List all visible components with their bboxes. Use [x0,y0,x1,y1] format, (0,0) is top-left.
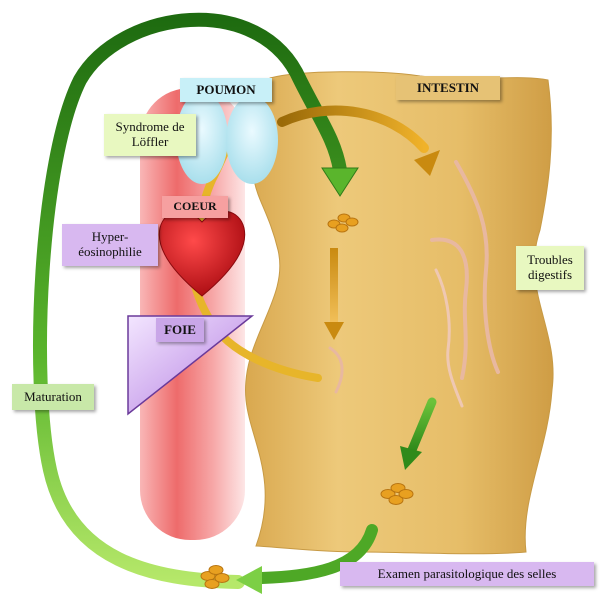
worm-icon-2 [430,237,469,380]
green-down-arrowhead [400,446,422,470]
worm-icon-3 [434,268,464,408]
label-troubles-line2: digestifs [527,267,573,282]
maturation-arrowhead [321,167,359,197]
label-coeur: COEUR [162,196,228,218]
label-poumon: POUMON [180,78,272,102]
label-intestin-text: INTESTIN [416,79,480,95]
label-maturation-text: Maturation [24,388,82,404]
label-troubles-line1: Troubles [527,252,573,268]
heart-icon [158,210,246,297]
label-foie-text: FOIE [164,321,196,337]
label-syndrome-line2: Löffler [131,134,169,149]
green-down-arrow [407,397,437,455]
orange-down-arrow-shaft [330,248,338,324]
label-coeur-text: COEUR [173,199,217,214]
label-examen-text: Examen parasitologique des selles [377,565,557,581]
egg-cluster-icon [327,213,359,233]
label-hyper-line1: Hyper- [91,229,129,245]
label-syndrome-line1: Syndrome de [115,119,185,135]
excretion-arrowhead [236,566,262,594]
label-syndrome-loffler: Syndrome de Löffler [104,114,196,156]
larva-icon [328,346,344,394]
lung-to-intestine-arrowhead [414,150,440,176]
label-foie: FOIE [156,318,204,342]
maturation-arrow [33,12,347,589]
lung-right-icon [226,96,278,184]
label-intestin: INTESTIN [396,76,500,100]
excretion-arrow [256,524,378,584]
egg-cluster-icon-2 [380,483,414,505]
egg-cluster-icon-3 [200,565,230,589]
label-hypereosinophilie: Hyper- éosinophilie [62,224,158,266]
label-poumon-text: POUMON [196,81,256,97]
label-examen-parasitologique: Examen parasitologique des selles [340,562,594,586]
label-hyper-line2: éosinophilie [78,244,142,259]
worm-icon [454,160,500,374]
label-maturation: Maturation [12,384,94,410]
orange-down-arrowhead [324,322,344,340]
lung-to-intestine-arrow [277,105,429,153]
intestine-body [245,71,554,555]
label-troubles-digestifs: Troubles digestifs [516,246,584,290]
